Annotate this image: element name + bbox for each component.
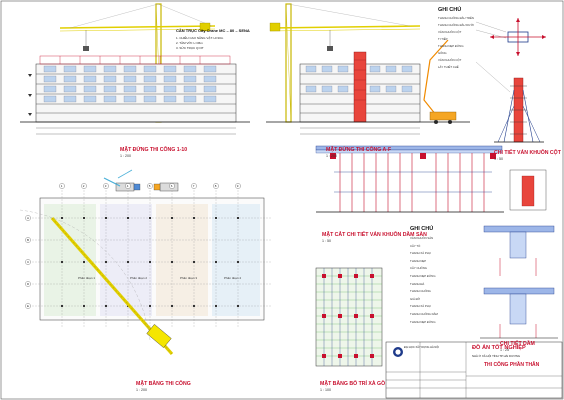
caption-column-detail: CHI TIẾT VÁN KHUÔN CỘT [494,150,561,156]
caption-plan: MẶT BẰNG THI CÔNG [136,381,191,387]
legend-bottom-item: CÂY TỔ [410,243,421,248]
scale-elevation-1-10: 1 : 200 [120,154,131,158]
elevation-a-f [266,3,470,135]
crane-title: CẦN TRỤC City Crane MC – 80 – SENA [176,28,250,33]
scale-elevation-a-f: 1 : 200 [326,154,337,158]
axis-label: 8 [214,184,217,189]
axis-label: E [27,304,30,309]
axis-label: 3 [104,184,107,189]
axis-label: A [27,216,30,221]
scale-beam-detail: 1 : 25 [500,348,509,352]
beam-detail [480,225,558,339]
construction-plan [19,169,272,356]
legend-bottom-item: THANH CHỐNG DẦM [410,311,438,316]
legend-bottom-item: THANH ĐÀ [410,281,425,286]
crane-note-2: 2. TẦM VỚI: L=36m [176,41,203,45]
axis-label: 7 [192,184,195,189]
legend-top-item: THANH CHỐNG ĐẦU DƯỚI [438,23,474,27]
legend-top-item: VÁN KHUÔN CỘT [438,30,462,34]
crane-note-1: 1. CHIỀU CAO NÂNG VẬT: H=30m [176,36,224,40]
caption-elevation-1-10: MẶT ĐỨNG THI CÔNG 1-10 [120,147,188,153]
legend-top-title: GHI CHÚ [438,7,462,13]
legend-bottom-list: VÁN KHUÔN SÀN CÂY TỔ THANH XÀ PHỤ THANH … [410,236,438,327]
axis-label: 6 [170,184,173,189]
legend-bottom-item: THANH XÀ PHỤ [410,251,431,256]
slab-formwork-section [315,145,547,213]
axis-label: C [27,260,30,265]
legend-top-item: THANH NẸP ĐỨNG [438,44,464,48]
legend-bottom-item: THANH NẸP [410,258,427,263]
caption-scaffold-plan: MẶT BẰNG BỐ TRÍ XÀ GỒ [320,381,386,387]
legend-bottom-item: THANH CHỐNG [410,289,431,294]
scale-plan: 1 : 200 [136,388,147,392]
axis-label: B [27,238,30,243]
scale-scaffold-plan: 1 : 100 [320,388,331,392]
column-formwork-detail [475,18,546,143]
legend-top-item: THANH CHỐNG ĐẦU TRÊN [438,16,474,20]
legend-bottom-item: THANH NẸP ĐỨNG [410,273,436,278]
title-block-frame [385,341,563,399]
title-block-part: THI CÔNG PHẦN THÂN [484,362,540,368]
axis-label: D [27,282,30,287]
crane-note-3: 3. SỨC TRỤC Q=3T [176,46,204,50]
plan-zone-label-2: Phân đoạn 2 [130,276,148,280]
axis-label: 4 [126,184,129,189]
caption-beam-detail: CHI TIẾT DẦM [500,341,535,347]
plan-zone-label-3: Phân đoạn 3 [180,276,198,280]
legend-top-item: TI TIẾP [438,37,448,41]
scaffold-plan [315,267,383,367]
axis-label: 5 [148,184,151,189]
elevation-1-10 [20,3,250,135]
scale-column-detail: 1 : 50 [494,157,503,161]
legend-bottom-item: THANH NẸP ĐỨNG [410,319,436,324]
axis-label: 1 [60,184,63,189]
scale-slab-section: 1 : 50 [322,239,331,243]
title-block-project-title: ĐỒ ÁN TỐT NGHIỆP [472,345,526,351]
title-block-project-sub: NHÀ Ở XÃ HỘI TỈNH TP HẢI DƯƠNG [472,354,521,358]
legend-bottom-item: GIÁ ĐỠ [410,296,421,301]
plan-zone-label-4: Phân đoạn 4 [224,276,242,280]
legend-bottom-item: VÁN KHUÔN SÀN [410,236,434,240]
axis-label: 9 [236,184,239,189]
legend-top-item: VÁN KHUÔN CỘT [438,58,462,62]
legend-bottom-item: THANH XÀ PHỤ [410,304,431,309]
caption-elevation-a-f: MẶT ĐỨNG THI CÔNG A-F [326,147,392,153]
title-block-school: ĐẠI HỌC XÂY DỰNG HÀ NỘI [404,346,440,349]
axis-label: 2 [82,184,85,189]
legend-bottom-item: CÂY CHỐNG [410,266,427,271]
caption-slab-section: MẶT CẮT CHI TIẾT VÁN KHUÔN DẦM SÀN [322,232,427,238]
legend-top-list: THANH CHỐNG ĐẦU TRÊN THANH CHỐNG ĐẦU DƯỚ… [438,16,474,72]
legend-bottom-title: GHI CHÚ [410,226,434,232]
plan-zone-label-1: Phân đoạn 1 [78,276,96,280]
legend-top-item: LẤY THIẾT CHẾ [438,65,459,69]
legend-top-item: GÔNG [438,51,447,55]
